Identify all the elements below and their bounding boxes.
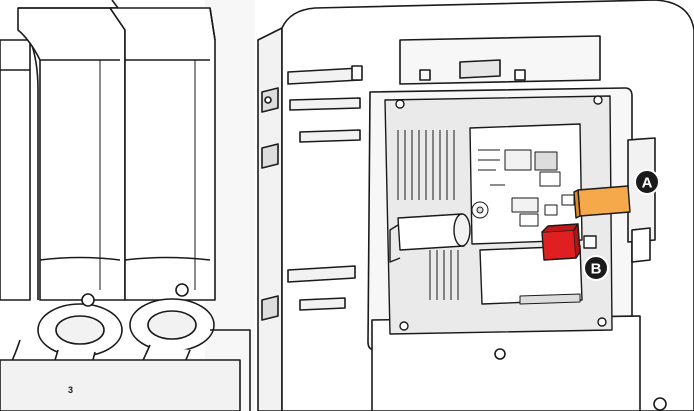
latch-bracket-top xyxy=(287,65,363,143)
canister-right xyxy=(109,7,216,301)
door-edge xyxy=(257,27,283,411)
hinge-upper xyxy=(261,87,279,113)
red-connector xyxy=(541,223,581,261)
door-screw-lower xyxy=(494,348,506,360)
board-screws xyxy=(395,95,607,331)
small-connector xyxy=(583,235,597,249)
pcb-components xyxy=(471,149,575,227)
canister-middle xyxy=(17,0,126,301)
door-screw-corner xyxy=(653,397,667,411)
cabinet-wall xyxy=(205,0,255,411)
board-cylinder xyxy=(389,213,471,263)
callout-a-label: A xyxy=(642,175,653,192)
canisters-group: 3 xyxy=(0,0,255,411)
callout-b-badge xyxy=(583,255,609,281)
callout-a: A xyxy=(634,169,660,195)
latch-bracket-bottom xyxy=(287,265,356,311)
door-top-channel xyxy=(399,35,601,85)
hinge-bottom xyxy=(261,295,279,321)
callout-b: B xyxy=(583,255,609,281)
hinge-lower xyxy=(261,143,279,169)
vent-slots xyxy=(397,130,459,300)
canister-left xyxy=(0,39,39,301)
callout-b-label: B xyxy=(591,261,602,278)
canister-base: 3 xyxy=(0,329,251,411)
control-board xyxy=(384,95,631,335)
orange-ribbon-cable xyxy=(573,185,631,219)
canister-number: 3 xyxy=(68,385,73,395)
callout-a-badge xyxy=(634,169,660,195)
